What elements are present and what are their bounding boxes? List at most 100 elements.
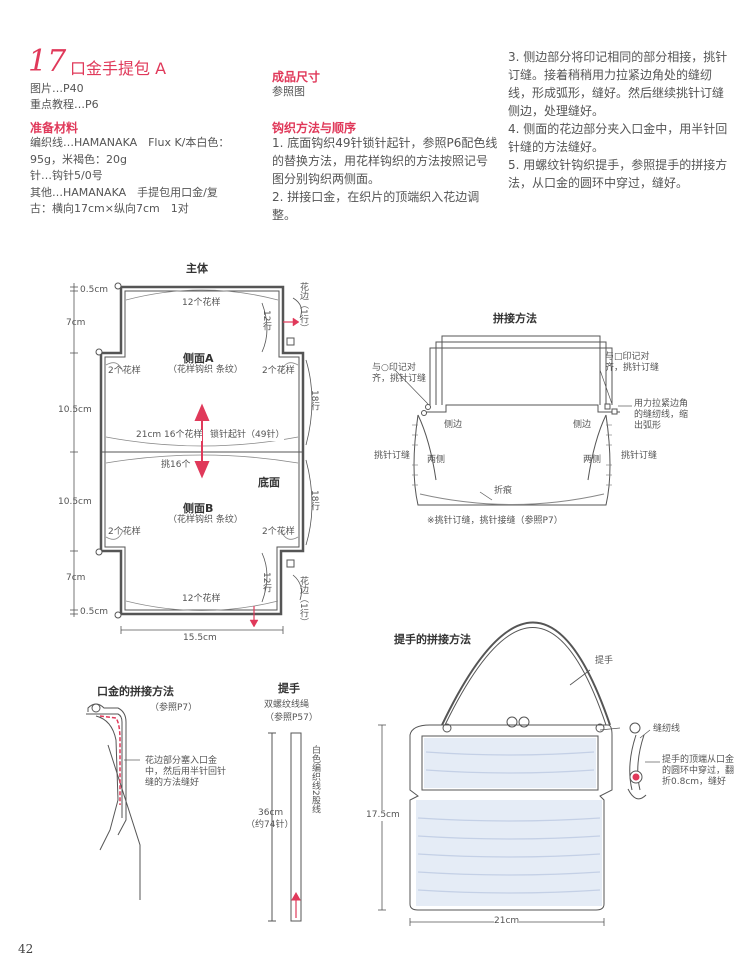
side-b-label: 侧面B [183,502,214,515]
bag-width: 21cm [494,916,520,927]
handle-stitches: （约74针） [246,820,294,830]
step-line: 5. 用螺纹针钩织提手，参照提手的拼接方 [508,158,728,172]
bag-texture [416,738,602,906]
photo-ref: 图片…P40 [30,82,84,95]
step-line: 线，形成弧形，缝好。然后继续挑针订缝 [508,86,725,100]
method-steps-2: 3. 侧边部分将印记相同的部分相接，挑针 订缝。接着稍稍用力拉紧边角处的缝纫 线… [508,48,744,192]
materials-line: 95g，米褐色：20g [30,152,127,166]
clasp-shape [86,703,141,900]
handle-join-title: 提手的拼接方法 [394,633,471,646]
rows-12-top: 12行 [261,310,271,331]
center-stitches-a: 21cm 16个花样 [136,430,203,441]
pick-up-label: 挑16个 [161,460,191,471]
two-patterns-label: 2个花样 [108,527,141,537]
joining-footnote: ※挑针订缝，挑针接缝（参照P7） [427,516,563,526]
dim-7-bot: 7cm [66,573,86,583]
body-diagram-title: 主体 [186,262,208,275]
size-text: 参照图 [272,85,305,98]
bag-outline [409,621,613,911]
materials-list: 编织线…HAMANAKA Flux K/本白色： 95g，米褐色：20g 针…钩… [30,135,270,218]
side-left: 侧边 [444,420,463,430]
dim-05-top: 0.5cm [80,285,109,295]
step-line: 2. 拼接口金，在织片的顶端织入花边调整。 [272,190,480,222]
clasp-ref: （参照P7） [150,703,198,713]
bottom-pattern-count: 12个花样 [182,594,221,605]
rows-18-bottom: 18行 [309,490,319,511]
rows-18-top: 18行 [309,390,319,411]
side-b-sub: （花样钩织 条纹） [168,515,243,525]
joining-title: 拼接方法 [493,312,537,325]
handle-yarn: 白色编织线2股线 [310,745,320,814]
step-line: 3. 侧边部分将印记相同的部分相接，挑针 [508,50,728,64]
handle-subtitle: 双螺纹线绳 [264,700,310,710]
handle-join-note: 提手的顶端从口金的圆环中穿过，翻折0.8cm，缝好 [662,755,735,787]
both-sides-left: 两侧 [427,455,446,465]
step-line: 图分别钩织两侧面。 [272,172,381,186]
bag-height: 17.5cm [366,810,400,821]
both-sides-right: 两侧 [583,455,602,465]
bottom-label: 底面 [258,476,280,489]
materials-line: 针…钩针5/0号 [30,169,103,182]
dim-05-bot: 0.5cm [80,607,109,617]
joining-pull-note: 用力拉紧边角的缝纫线，缩出弧形 [634,399,689,431]
page-number: 42 [18,942,34,956]
clasp-note: 花边部分塞入口金中，然后用半针回针缝的方法缝好 [145,756,227,788]
handle-strip [268,732,302,922]
joining-markers [95,282,295,619]
step-line: 法，从口金的圆环中穿过，缝好。 [508,176,689,190]
tutorial-ref: 重点教程…P6 [30,98,99,111]
method-heading: 钩织方法与顺序 [272,121,357,135]
step-line: 侧边，处理缝好。 [508,104,605,118]
step-line: 的替换方法，用花样钩织的方法按照记号 [272,154,489,168]
handle-arrow [291,891,301,918]
pattern-number: 17 [28,44,67,79]
handle-title: 提手 [278,682,300,695]
step-line: 订缝。接着稍稍用力拉紧边角处的缝纫 [508,68,713,82]
sewing-thread-label: 缝纫线 [653,724,681,734]
stitch-left: 挑针订缝 [374,451,411,461]
handle-length: 36cm [258,808,284,818]
dimension-lines [70,283,284,634]
size-heading: 成品尺寸 [272,70,321,84]
materials-line: 古：横向17cm×纵向7cm 1对 [30,202,189,215]
leader-lines [124,369,660,763]
join-stitches [412,424,612,486]
fold-label: 折痕 [494,486,513,496]
side-a-sub: （花样钩织 条纹） [168,365,243,375]
dim-7-top: 7cm [66,318,86,328]
side-right: 侧边 [573,420,592,430]
center-stitches-b: 锁针起针（49针） [210,430,285,441]
clasp-stitch [99,715,121,805]
pattern-title: 口金手提包 A [70,59,167,78]
materials-line: 其他…HAMANAKA 手提包用口金/复 [30,185,218,199]
materials-heading: 准备材料 [30,121,79,135]
direction-arrows [194,317,300,628]
rows-12-bottom: 12行 [261,572,271,593]
stitch-right: 挑针订缝 [621,451,658,461]
materials-line: 编织线…HAMANAKA Flux K/本白色： [30,136,230,149]
joining-left-note: 与○印记对齐，挑针订缝 [372,363,427,384]
two-patterns-label: 2个花样 [108,366,141,376]
side-a-label: 侧面A [183,352,214,365]
two-patterns-label: 2个花样 [262,366,295,376]
clasp-title: 口金的拼接方法 [97,685,174,698]
join-markers [421,403,618,416]
row-brackets [261,297,313,603]
bag-rows [417,751,601,894]
joining-right-note: 与□印记对齐，挑针订缝 [605,352,660,373]
edge-rows-top: 花边（1行） [298,282,308,333]
handle-label: 提手 [595,656,614,666]
handle-detail [627,722,647,800]
step-line: 1. 底面钩织49针锁针起针，参照P6配色线 [272,136,498,150]
step-line: 4. 侧面的花边部分夹入口金中，用半针回 [508,122,728,136]
method-steps-1: 1. 底面钩织49针锁针起针，参照P6配色线 的替换方法，用花样钩织的方法按照记… [272,134,502,224]
dim-105-a: 10.5cm [58,405,92,415]
top-pattern-count: 12个花样 [182,298,221,309]
two-patterns-label: 2个花样 [262,527,295,537]
dim-105-b: 10.5cm [58,497,92,507]
step-line: 针缝的方法缝好。 [508,140,605,154]
handle-ref: （参照P57） [265,713,318,723]
edge-rows-bottom: 花边（1行） [298,576,308,627]
dim-width: 15.5cm [183,633,217,643]
